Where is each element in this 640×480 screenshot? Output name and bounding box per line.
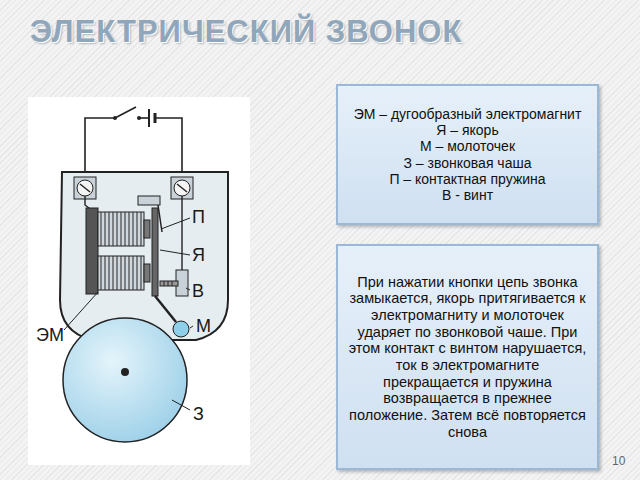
callout-text: При нажатии кнопки цепь звонка замыкаетс…	[338, 270, 597, 445]
armature	[138, 196, 162, 296]
text-line: ЭМ – дугообразный электромагнит	[346, 106, 589, 122]
electromagnet	[86, 208, 150, 294]
contact-screw	[160, 270, 188, 296]
terminal	[74, 177, 193, 199]
part-label: М	[196, 317, 211, 335]
base-plate	[60, 172, 228, 340]
picture-ground	[28, 97, 250, 465]
text-line: П – контактная пружина	[346, 171, 589, 187]
slide-title: ЭЛЕКТРИЧЕСКИЙ ЗВОНОК	[30, 14, 462, 50]
callout-text: ЭМ – дугообразный электромагнитЯ – якорь…	[338, 102, 597, 207]
text-line: З – звонковая чаша	[346, 155, 589, 171]
text-line: М – молоточек	[346, 138, 589, 154]
external-circuit	[85, 107, 182, 180]
leader-line	[64, 218, 193, 410]
hammer-ball	[173, 321, 189, 337]
part-label: Я	[192, 246, 205, 264]
text-line: В - винт	[346, 187, 589, 203]
hammer-rod	[155, 296, 176, 322]
part-label: П	[192, 208, 205, 226]
bell-dome	[63, 318, 187, 442]
callout-box: При нажатии кнопки цепь звонка замыкаетс…	[336, 244, 599, 470]
part-label: З	[193, 405, 204, 423]
page-number: 10	[612, 455, 625, 467]
text-line: Я – якорь	[346, 122, 589, 138]
callout-box: ЭМ – дугообразный электромагнитЯ – якорь…	[336, 84, 599, 225]
part-label: В	[192, 282, 204, 300]
bell-bolt	[121, 368, 129, 376]
part-label: ЭМ	[36, 326, 64, 344]
text-line: При нажатии кнопки цепь звонка замыкаетс…	[346, 274, 589, 441]
